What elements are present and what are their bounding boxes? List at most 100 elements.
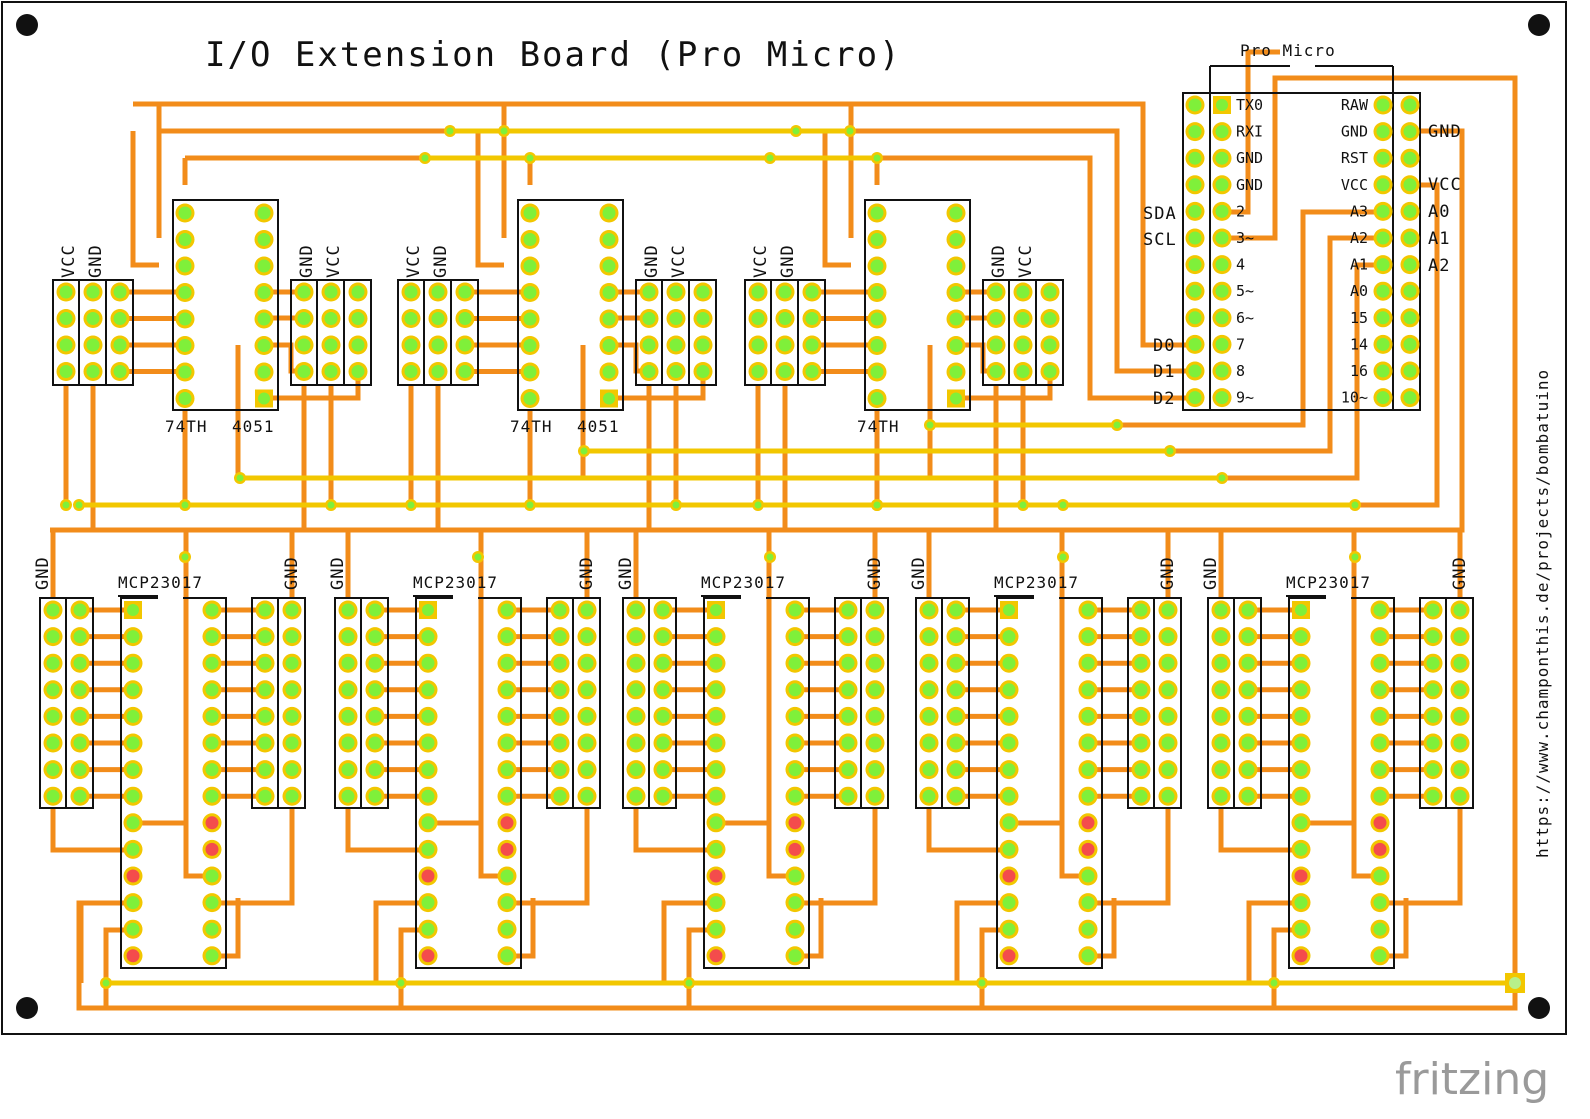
pro-micro-d0-label: D0 <box>1153 336 1175 356</box>
pad-center <box>404 312 418 325</box>
pad-center <box>1426 656 1440 670</box>
pad-center <box>46 789 60 803</box>
via-center <box>926 421 934 429</box>
pad-center <box>709 789 723 803</box>
pad-center <box>1161 630 1175 644</box>
pad-center <box>709 922 723 936</box>
pad-center <box>258 603 272 617</box>
pad-center <box>1294 763 1308 777</box>
pad-center <box>59 338 73 352</box>
pad-center <box>602 339 616 352</box>
pad-center <box>178 339 192 352</box>
pro-micro-left-pin-0: TX0 <box>1236 96 1263 114</box>
pad-center <box>669 338 683 352</box>
pad-center <box>126 789 140 803</box>
via-center <box>421 154 429 162</box>
pad-center <box>500 896 514 910</box>
mux-1-label-b: 4051 <box>232 417 275 436</box>
pad-center <box>1376 337 1390 351</box>
pad-center <box>178 206 192 220</box>
pad-center <box>458 312 472 325</box>
pad-center <box>1376 151 1390 165</box>
pad-center <box>1081 763 1095 777</box>
pad-center <box>500 869 514 883</box>
pad-center <box>458 365 472 378</box>
pad-center <box>1403 125 1417 139</box>
project-url: https://www.champonthis.de/projects/bomb… <box>1533 369 1552 858</box>
pad-center <box>1188 258 1202 272</box>
pad-center <box>553 789 567 803</box>
via-center <box>1019 501 1027 509</box>
pad-center <box>500 842 514 856</box>
pad-center <box>1215 204 1229 218</box>
mux-2-left-header <box>397 279 479 386</box>
exp-rail-trace <box>954 900 1009 983</box>
pad-center <box>500 763 514 777</box>
pad-center <box>870 312 884 326</box>
pad-center <box>341 630 355 644</box>
exp-rail-trace <box>373 900 428 983</box>
pad-center <box>73 656 87 670</box>
pad-center <box>1373 763 1387 777</box>
pad-center <box>788 869 802 883</box>
pad-center <box>1294 922 1308 936</box>
pad-center <box>669 312 683 325</box>
pad-center <box>523 312 537 326</box>
mounting-hole-br <box>1528 997 1550 1019</box>
pad-center <box>523 365 537 379</box>
pad-center <box>500 789 514 803</box>
pad-center <box>404 338 418 352</box>
exp-3-gnd-left: GND <box>616 556 636 590</box>
pad-center <box>656 683 670 697</box>
via-center <box>1059 553 1067 561</box>
pad-center <box>788 630 802 644</box>
pad-center <box>788 842 802 856</box>
a3-feed <box>1117 209 1383 428</box>
pad-center <box>500 736 514 750</box>
mux-2-gnd-left: GND <box>431 244 451 278</box>
pad-center <box>1373 603 1387 617</box>
pad-center <box>257 312 271 326</box>
pad-center <box>257 233 271 246</box>
pad-center <box>421 842 435 856</box>
pad-center <box>1294 816 1308 830</box>
pro-micro-right-pin-6: A1 <box>1350 256 1368 274</box>
pad-center <box>59 365 73 378</box>
pro-micro-d2-label: D2 <box>1153 389 1175 409</box>
pads <box>43 95 1525 993</box>
pad-center <box>1373 683 1387 697</box>
pad-center <box>1294 842 1308 856</box>
pad-center <box>500 603 514 617</box>
pad-center <box>778 365 792 378</box>
pad-center <box>656 736 670 750</box>
pad-center <box>580 709 594 723</box>
part-outlines <box>39 65 1474 969</box>
pad-center <box>285 603 299 617</box>
pad-center <box>1294 789 1308 803</box>
pad-center <box>1214 656 1228 670</box>
pad-center <box>949 763 963 777</box>
pad-center <box>1403 231 1417 245</box>
exp-1-label: MCP23017 <box>118 573 203 592</box>
pad-center <box>341 603 355 617</box>
via-center <box>1270 979 1278 987</box>
pad-center <box>297 365 311 378</box>
pad-center <box>1373 896 1387 910</box>
pad-center <box>500 949 514 963</box>
pad-center <box>113 338 127 352</box>
pro-micro-d1-label: D1 <box>1153 362 1175 382</box>
pad-center <box>788 789 802 803</box>
pro-micro-sda-label: SDA <box>1143 204 1177 224</box>
gnd-rail <box>50 128 1465 533</box>
pad-center <box>1216 99 1228 111</box>
pad-center <box>1081 603 1095 617</box>
pad-center <box>1188 231 1202 245</box>
pad-center <box>421 869 435 883</box>
pad-center <box>1376 98 1390 112</box>
pad-center <box>1215 337 1229 351</box>
via-center <box>446 127 454 135</box>
mux-3-right-header <box>982 279 1064 386</box>
pad-center <box>788 683 802 697</box>
pad-center <box>500 683 514 697</box>
pad-center <box>205 816 219 830</box>
